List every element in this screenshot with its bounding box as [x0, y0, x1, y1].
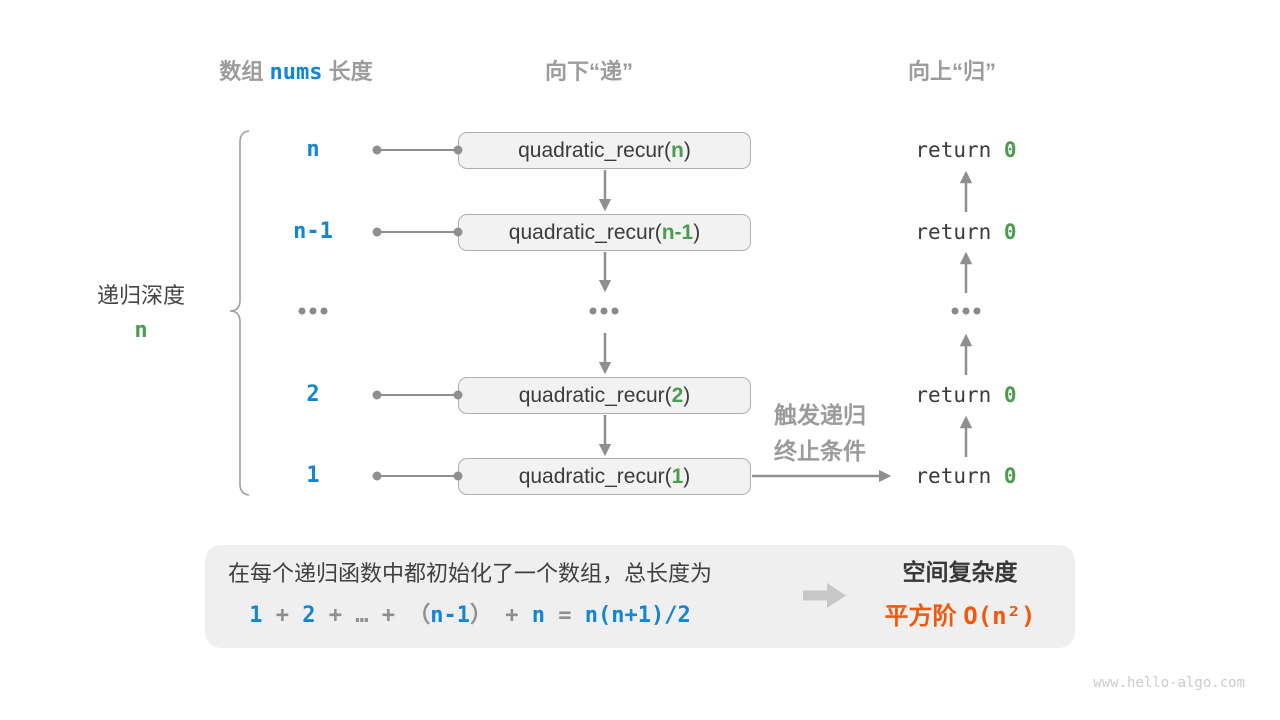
call-arg: n-1	[661, 220, 694, 244]
return-statement: return 0	[886, 461, 1046, 491]
complexity-order: 平方阶	[884, 603, 964, 630]
ellipsis-dots	[298, 307, 981, 315]
base-case-note-line1: 触发递归	[774, 402, 866, 428]
recursion-depth-value: n	[134, 318, 148, 343]
call-text: quadratic_recur(	[518, 138, 672, 162]
formula-operator: +	[262, 603, 303, 628]
return-statement: return 0	[886, 217, 1046, 247]
return-value: 0	[1003, 464, 1017, 488]
connector-dot	[372, 145, 382, 155]
length-label-n-1: n-1	[293, 219, 333, 244]
header-array-length: 数组 nums 长度	[196, 58, 396, 87]
recursion-depth-title: 递归深度	[96, 283, 185, 308]
watermark: www.hello-algo.com	[1093, 675, 1245, 691]
formula-operator: +	[315, 603, 356, 628]
return-keyword: return	[915, 464, 1004, 488]
formula-operator: +	[368, 603, 409, 628]
base-case-note-line2: 终止条件	[774, 438, 866, 464]
complexity-value: 平方阶 O(n²)	[845, 602, 1075, 631]
formula-term: n-1	[430, 603, 471, 628]
complexity-title: 空间复杂度	[902, 559, 1018, 585]
return-keyword: return	[915, 220, 1004, 244]
header-array-suffix: 长度	[322, 59, 373, 84]
call-arg: 2	[671, 383, 684, 407]
formula-paren: ）	[470, 603, 493, 628]
summary-panel	[205, 545, 1075, 648]
header-array-prefix: 数组	[219, 59, 270, 84]
depth-brace	[229, 130, 250, 496]
call-text: quadratic_recur(	[518, 464, 672, 488]
summary-description: 在每个递归函数中都初始化了一个数组，总长度为	[227, 561, 712, 586]
return-keyword: return	[915, 383, 1004, 407]
return-statement: return 0	[886, 380, 1046, 410]
call-box-n-1: quadratic_recur(n-1)	[458, 214, 751, 251]
header-array-code: nums	[269, 60, 323, 85]
connector-dot	[372, 390, 382, 400]
call-text: )	[683, 138, 691, 162]
summary-formula: 1 + 2 + … + （n-1） + n = n(n+1)/2	[225, 602, 715, 630]
length-label-2: 2	[306, 382, 320, 407]
header-ascend: 向上“归”	[907, 59, 996, 84]
formula-term: 2	[302, 603, 316, 628]
formula-term: n	[531, 603, 546, 628]
length-label-n: n	[306, 137, 320, 162]
connector-dot	[372, 227, 382, 237]
complexity-notation: O(n²)	[963, 602, 1036, 630]
call-text: quadratic_recur(	[518, 383, 672, 407]
base-case-note: 触发递归 终止条件	[745, 397, 895, 469]
call-box-2: quadratic_recur(2)	[458, 377, 751, 414]
header-descend: 向下“递”	[544, 59, 633, 84]
return-keyword: return	[915, 138, 1004, 162]
length-label-1: 1	[306, 463, 320, 488]
call-box-1: quadratic_recur(1)	[458, 458, 751, 495]
call-text: )	[683, 383, 691, 407]
call-text: )	[693, 220, 701, 244]
call-text: )	[683, 464, 691, 488]
formula-ellipsis: …	[355, 603, 369, 628]
call-box-n: quadratic_recur(n)	[458, 132, 751, 169]
call-arg: 1	[671, 464, 684, 488]
formula-paren: （	[408, 603, 431, 628]
row-connectors	[372, 145, 463, 481]
call-arg: n	[671, 138, 684, 162]
return-value: 0	[1003, 220, 1017, 244]
call-text: quadratic_recur(	[508, 220, 662, 244]
return-statement: return 0	[886, 135, 1046, 165]
formula-operator: =	[545, 603, 585, 628]
return-value: 0	[1003, 383, 1017, 407]
return-value: 0	[1003, 138, 1017, 162]
formula-operator: +	[492, 603, 532, 628]
formula-term: 1	[249, 603, 263, 628]
connector-dot	[372, 471, 382, 481]
formula-result: n(n+1)/2	[584, 603, 691, 628]
